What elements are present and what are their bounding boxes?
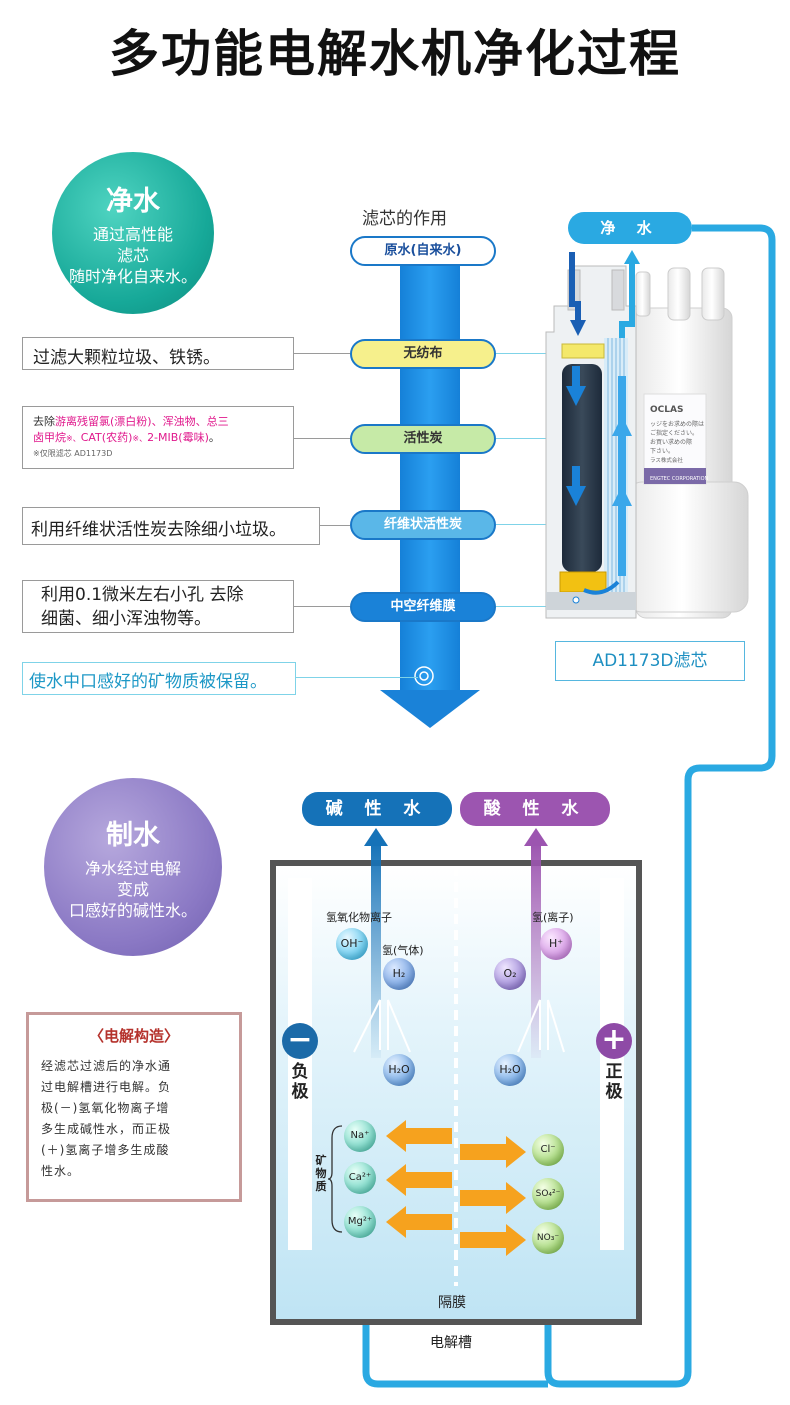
membrane-line [454,866,458,1286]
desc-hollow-fiber: 利用0.1微米左右小孔 去除 细菌、细小浑浊物等。 [22,580,294,633]
structure-line: 经滤芯过滤后的净水通 [41,1059,172,1073]
stage-fibrous-carbon: 纤维状活性炭 [350,510,496,540]
electrolysis-structure-box: 〈电解构造〉 经滤芯过滤后的净水通 过电解槽进行电解。负 极(－)氢氧化物离子增… [26,1012,242,1202]
stage-nonwoven: 无纺布 [350,339,496,369]
stage-hollow-fiber: 中空纤维膜 [350,592,496,622]
leader-line [294,353,350,354]
stage-raw-water: 原水(自来水) [350,236,496,266]
water-molecule-icon: H₂O [383,1054,415,1086]
make-water-circle: 制水 净水经过电解 变成 口感好的碱性水。 [44,778,222,956]
make-circle-desc-1: 净水经过电解 [84,859,181,878]
positive-sign-icon: + [596,1023,632,1059]
leader-line [496,438,576,439]
acidic-water-label: 酸 性 水 [460,792,610,826]
desc-carbon-pink-4: 2-MIB(霉味) [147,431,209,444]
desc-carbon-pink-1: 游离残留氯(漂白粉)、浑浊物、总三 [55,415,229,428]
leader-line [496,606,572,607]
cartridge-text: ご指定ください。 [650,429,698,437]
oxygen-icon: O₂ [494,958,526,990]
hydrogen-gas-icon: H₂ [383,958,415,990]
structure-line: 极(－)氢氧化物离子增 [41,1101,170,1115]
hydrogen-ion-label: 氢(离子) [532,911,574,924]
magnesium-ion-icon: Mg²⁺ [344,1206,376,1238]
positive-label: 正极 [605,1062,623,1102]
cartridge-text: ッジをお求めの際は [650,420,704,428]
alkaline-water-label: 碱 性 水 [302,792,452,826]
leader-line [296,677,418,678]
desc-carbon-mid-2: ※、 [132,434,148,443]
make-circle-desc-2: 变成 [116,880,149,899]
make-circle-title: 制水 [106,820,160,851]
desc-carbon-end: 。 [208,431,220,444]
cartridge-brand: OCLAS [650,405,683,415]
desc-carbon-prefix: 去除 [33,415,55,428]
pure-water-outlet-label: 净 水 [568,212,692,244]
desc-hollow-line-1: 利用0.1微米左右小孔 去除 [41,585,244,605]
desc-activated-carbon: 去除游离残留氯(漂白粉)、浑浊物、总三 卤甲烷※、CAT(农药)※、2-MIB(… [22,406,294,469]
hydrogen-ion-icon: H⁺ [540,928,572,960]
membrane-label: 隔膜 [438,1295,466,1311]
hydroxide-ion-label: 氢氧化物离子 [326,911,392,924]
desc-fibrous-carbon: 利用纤维状活性炭去除细小垃圾。 [22,507,320,545]
desc-carbon-mid-1: ※、 [66,434,81,443]
acidic-up-arrow [524,828,548,1058]
water-molecule-icon: H₂O [494,1054,526,1086]
page-title: 多功能电解水机净化过程 [109,25,681,83]
purify-circle-desc-3: 随时净化自来水。 [68,267,197,286]
cartridge-text: ENGTEC CORPORATION [650,476,709,482]
tank-label: 电解槽 [430,1335,472,1351]
ion-migration-arrows [386,1120,526,1256]
cartridge-text: ラス株式会社 [650,456,683,464]
desc-mineral-retained: 使水中口感好的矿物质被保留。 [22,662,296,695]
structure-line: (＋)氢离子增多生成酸 [41,1143,170,1157]
structure-line: 过电解槽进行电解。负 [41,1080,172,1094]
negative-label: 负极 [291,1062,309,1102]
structure-line: 性水。 [41,1164,81,1178]
structure-line: 多生成碱性水，而正极 [41,1122,172,1136]
desc-carbon-note: ※仅限滤芯 AD1173D [33,449,113,458]
purify-circle: 净水 通过高性能 滤芯 随时净化自来水。 [52,152,214,314]
hydroxide-ion-icon: OH⁻ [336,928,368,960]
positive-electrode [600,878,624,1250]
calcium-ion-icon: Ca²⁺ [344,1162,376,1194]
desc-carbon-pink-2: 卤甲烷 [33,431,66,444]
purify-circle-desc-2: 滤芯 [116,246,149,265]
purify-circle-title: 净水 [106,186,160,217]
purify-circle-desc-1: 通过高性能 [92,225,173,244]
hydrogen-gas-label: 氢(气体) [382,944,424,957]
filter-heading: 滤芯的作用 [362,209,447,229]
chloride-ion-icon: Cl⁻ [532,1134,564,1166]
reaction-chevrons [353,999,565,1053]
sulfate-ion-icon: SO₄²⁻ [532,1178,564,1210]
leader-line [294,438,350,439]
stage-activated-carbon: 活性炭 [350,424,496,454]
desc-carbon-pink-3: CAT(农药) [80,431,133,444]
leader-line [320,525,350,526]
filter-model-label: AD1173D滤芯 [555,641,745,681]
minerals-label: 矿物质 [315,1154,327,1193]
leader-line [294,606,350,607]
sodium-ion-icon: Na⁺ [344,1120,376,1152]
cartridge-text: 下さい。 [650,448,674,455]
filter-cartridge-illustration: OCLAS ッジをお求めの際は ご指定ください。 お買い求めの際 下さい。 ラス… [545,250,749,619]
negative-electrode [288,878,312,1250]
nitrate-ion-icon: NO₃⁻ [532,1222,564,1254]
cartridge-text: お買い求めの際 [650,438,692,446]
minerals-brace [328,1125,343,1233]
make-circle-desc-3: 口感好的碱性水。 [68,901,197,920]
desc-hollow-line-2: 细菌、细小浑浊物等。 [41,609,211,629]
structure-heading: 〈电解构造〉 [88,1027,179,1045]
leader-line [496,353,582,354]
alkaline-up-arrow [364,828,388,1058]
negative-sign-icon: − [282,1023,318,1059]
desc-nonwoven: 过滤大颗粒垃圾、铁锈。 [22,337,294,370]
